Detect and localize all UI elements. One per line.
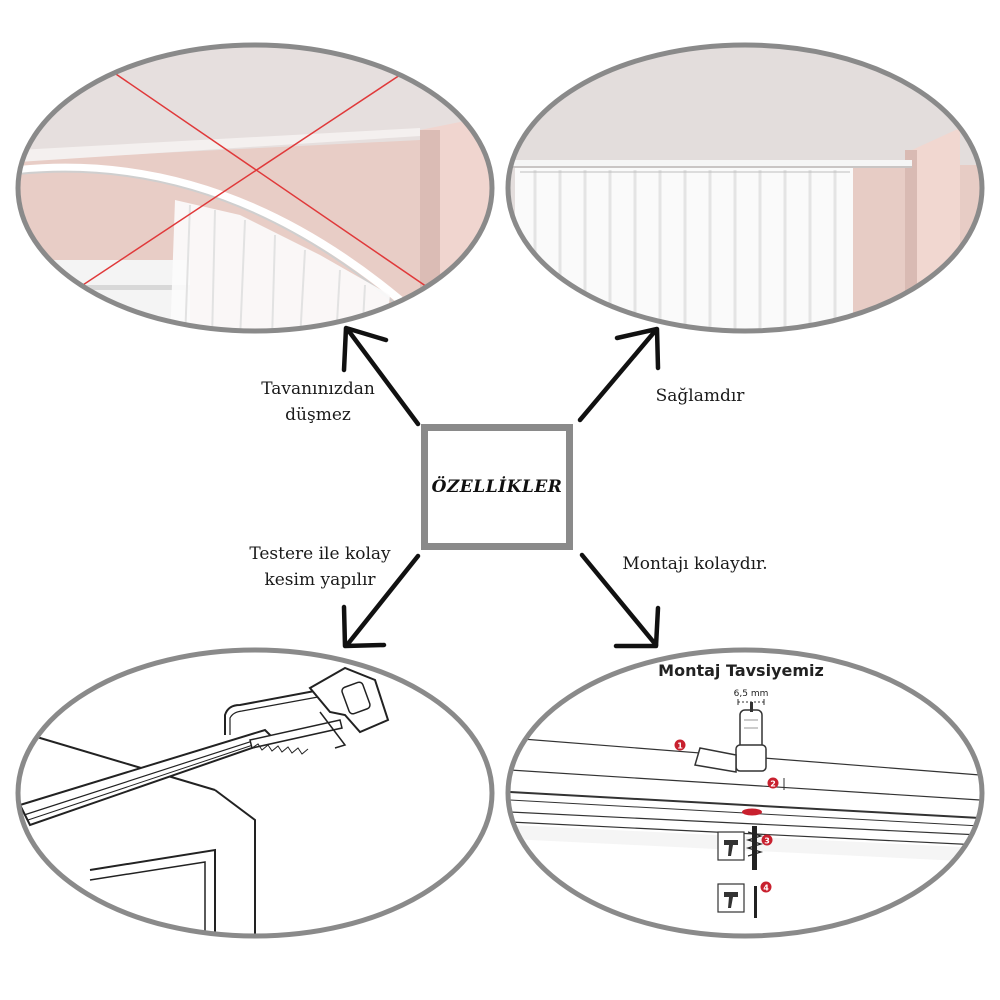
feature-label-top-right: Sağlamdır [640, 383, 760, 409]
photo-straight-rail [508, 45, 982, 331]
step-number: 1 [677, 742, 683, 751]
nail-icon [754, 886, 757, 918]
step-marker-4 [760, 881, 772, 893]
arrow-top-right [577, 326, 661, 423]
center-title: ÖZELLİKLER [431, 477, 563, 497]
frame-bottom-left [15, 647, 495, 939]
center-box: ÖZELLİKLER [421, 424, 573, 550]
photo-curved-rail-failure [18, 45, 492, 331]
feature-label-line: Sağlamdır [655, 386, 745, 406]
step-marker-1 [674, 739, 686, 751]
step-marker-3 [761, 834, 773, 846]
screw-icon [745, 826, 764, 870]
feature-label-line: Montajı kolaydır. [622, 554, 768, 574]
illustration-mounting: 1 2 3 4 6,5 mm Montaj Tavsiyemiz [508, 650, 982, 936]
feature-label-top-left: Tavanınızdan düşmez [248, 376, 388, 428]
step-number: 2 [770, 780, 776, 789]
step-number: 4 [763, 884, 769, 893]
montage-title: Montaj Tavsiyemiz [658, 661, 824, 680]
feature-label-line: düşmez [285, 405, 351, 425]
step-number: 3 [764, 837, 770, 846]
hammer-icon [717, 883, 745, 913]
step-marker-2 [767, 777, 779, 789]
frame-bottom-right [505, 647, 985, 939]
arrow-top-left [341, 325, 421, 427]
drill-size-label: 6,5 mm [734, 689, 769, 699]
illustration-saw-cutting [18, 650, 492, 936]
arrow-bottom-right [579, 552, 661, 649]
drill-icon [694, 702, 767, 773]
frame-top-right [505, 42, 985, 334]
frame-top-left [15, 42, 495, 334]
feature-label-bottom-left: Testere ile kolay kesim yapılır [240, 541, 400, 593]
feature-label-line: Tavanınızdan [261, 379, 375, 399]
feature-label-line: Testere ile kolay [249, 544, 391, 564]
hammer-icon [717, 831, 745, 861]
arrow-bottom-left [341, 553, 421, 649]
feature-label-bottom-right: Montajı kolaydır. [610, 551, 780, 577]
feature-label-line: kesim yapılır [264, 570, 376, 590]
